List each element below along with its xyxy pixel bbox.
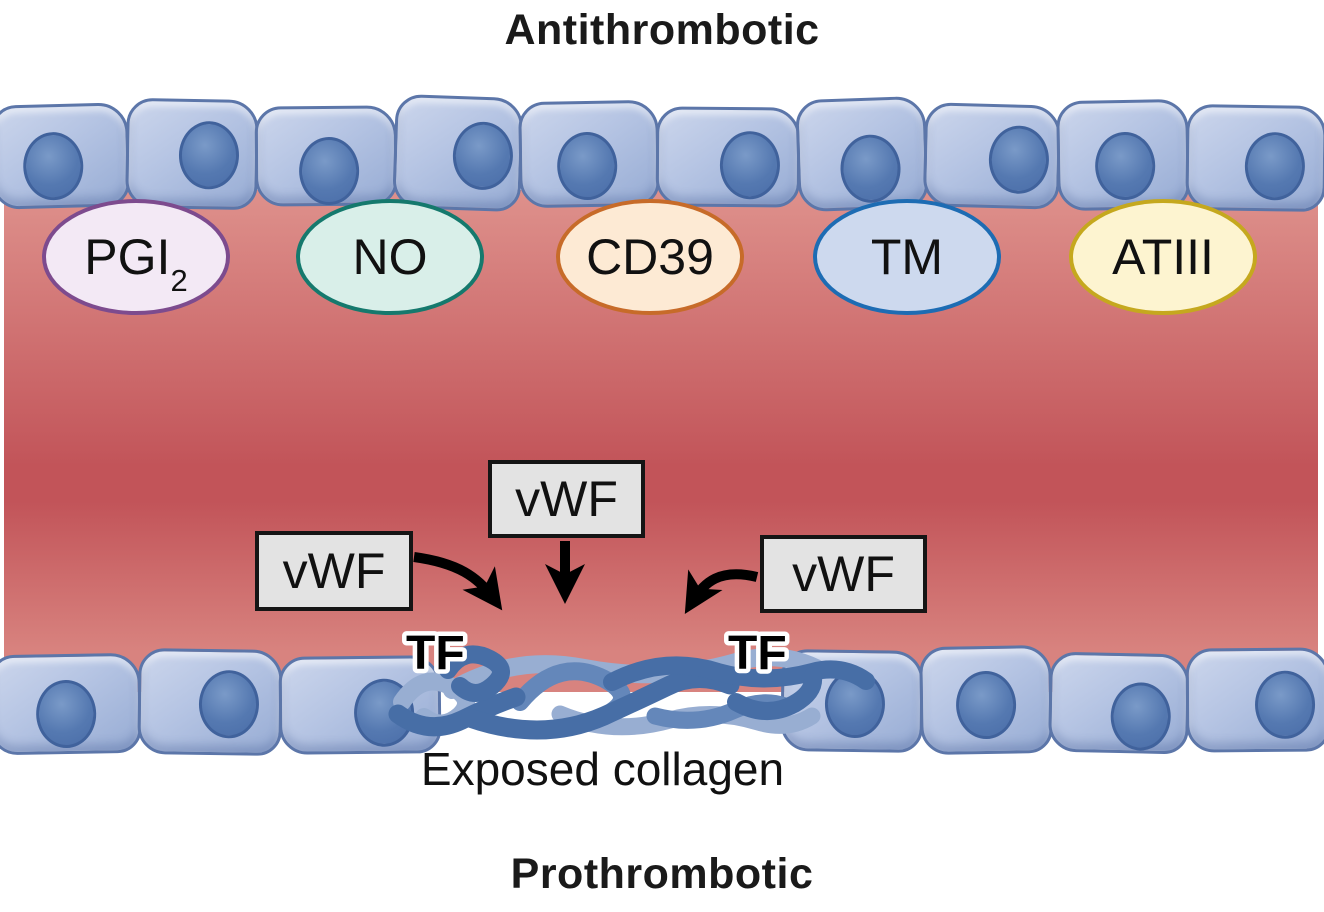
endothelial-cell [922, 102, 1062, 210]
factor-ellipse-atiii: ATIII [1069, 199, 1257, 315]
cell-nucleus [556, 131, 618, 201]
cell-nucleus [451, 120, 515, 191]
endothelial-row-bottom-right [780, 644, 1324, 756]
endothelial-cell [919, 644, 1053, 756]
endothelial-row-top [0, 93, 1324, 216]
cell-nucleus [353, 678, 415, 748]
factor-ellipse-tm: TM [813, 199, 1001, 315]
cell-nucleus [178, 120, 240, 190]
endothelial-cell [1056, 98, 1190, 212]
exposed-collagen-caption: Exposed collagen [420, 743, 785, 795]
endothelial-cell [0, 652, 142, 756]
endothelial-cell [780, 649, 924, 753]
cell-nucleus [1094, 131, 1157, 201]
cell-nucleus [1244, 131, 1306, 201]
vwf-box-right: vWF [760, 535, 927, 613]
factor-ellipse-cd39: CD39 [556, 199, 744, 315]
cell-nucleus [839, 133, 902, 204]
cell-nucleus [198, 669, 260, 739]
endothelial-cell [1185, 104, 1324, 212]
endothelial-cell [278, 655, 442, 755]
vwf-box-middle: vWF [488, 460, 645, 538]
cell-nucleus [35, 679, 97, 749]
vwf-box-left: vWF [255, 531, 413, 611]
cell-nucleus [22, 131, 85, 202]
endothelial-cell [392, 93, 524, 213]
factor-label-atiii: ATIII [1112, 229, 1214, 285]
factor-ellipse-no: NO [296, 199, 484, 315]
cell-nucleus [1254, 670, 1316, 739]
endothelial-cell [795, 95, 929, 213]
prothrombotic-title: Prothrombotic [510, 850, 814, 898]
cell-nucleus [1109, 682, 1172, 752]
antithrombotic-title: Antithrombotic [504, 6, 820, 54]
endothelial-cell [1185, 647, 1324, 753]
factor-ellipse-pgi2: PGI2 [42, 199, 230, 315]
endothelial-cell [254, 105, 398, 207]
cell-nucleus [719, 130, 780, 200]
endothelial-cell [0, 102, 131, 210]
endothelial-cell [137, 647, 283, 757]
cell-nucleus [955, 670, 1017, 740]
factor-label-cd39: CD39 [586, 229, 714, 285]
cell-nucleus [824, 669, 886, 739]
endothelial-cell [655, 106, 801, 208]
endothelial-cell [1047, 651, 1191, 755]
factor-label-no: NO [352, 229, 428, 285]
cell-nucleus [988, 124, 1051, 195]
endothelial-cell [125, 97, 259, 211]
factor-label-tm: TM [870, 229, 944, 285]
factor-label-pgi2: PGI2 [84, 229, 188, 298]
endothelial-cell [518, 99, 660, 209]
cell-nucleus [298, 136, 360, 206]
